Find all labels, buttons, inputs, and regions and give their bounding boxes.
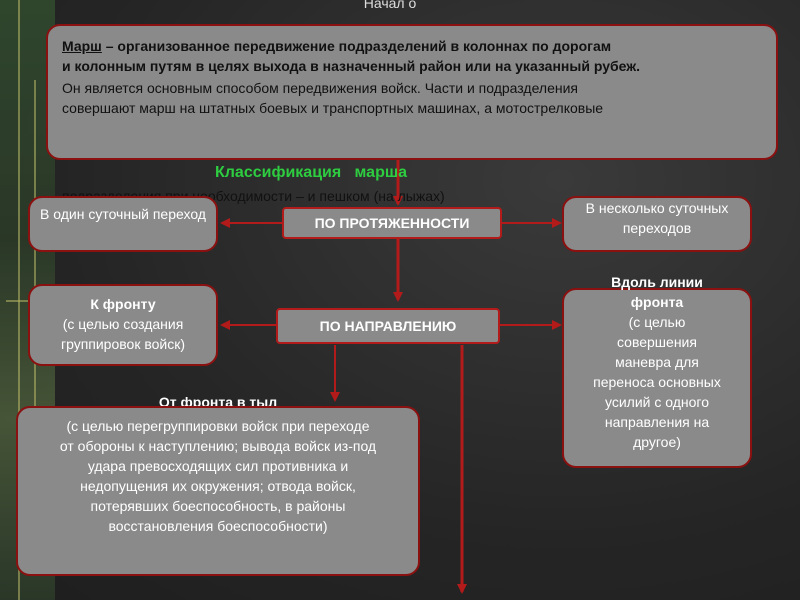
to-front-title: К фронту xyxy=(90,296,156,312)
to-front-body: (с целью создания группировок войск) xyxy=(60,316,186,352)
rear-line-3: удара превосходящих сил противника и xyxy=(87,458,349,474)
definition-line-2: и колонным путям в целях выхода в назнач… xyxy=(62,58,641,74)
rear-line-5: потерявших боеспособность, в районы xyxy=(90,498,346,514)
along-front-title: Вдоль линии фронта xyxy=(611,274,703,310)
along-front-body: (с целью совершения маневра для переноса… xyxy=(593,314,721,450)
by-direction-label: ПО НАПРАВЛЕНИЮ xyxy=(276,308,500,344)
definition-line-1: – организованное передвижение подразделе… xyxy=(101,38,612,54)
map-road-line xyxy=(6,300,46,302)
one-day-march-box: В один суточный переход xyxy=(28,196,218,252)
by-length-label: ПО ПРОТЯЖЕННОСТИ xyxy=(282,207,502,239)
classification-title: Классификация марша xyxy=(215,164,408,181)
rear-line-4: недопущения их окружения; отвода войск, xyxy=(80,478,356,494)
definition-line-4: совершают марш на штатных боевых и транс… xyxy=(62,100,604,116)
rear-line-1: (с целью перегруппировки войск при перех… xyxy=(66,418,370,434)
rear-line-6: восстановления боеспособности) xyxy=(108,518,328,534)
definition-term: Марш xyxy=(62,38,102,54)
map-road-line xyxy=(18,0,20,600)
to-rear-box: (с целью перегруппировки войск при перех… xyxy=(16,406,420,576)
definition-normal: Он является основным способом передвижен… xyxy=(62,78,762,118)
definition-box: Марш – организованное передвижение подра… xyxy=(46,24,778,160)
start-label: Начал о xyxy=(363,0,417,11)
definition-line-3: Он является основным способом передвижен… xyxy=(62,80,578,96)
multi-day-march-box: В несколько суточных переходов xyxy=(562,196,752,252)
rear-line-2: от обороны к наступлению; вывода войск и… xyxy=(59,438,377,454)
along-front-box: Вдоль линии фронта (с целью совершения м… xyxy=(562,274,752,468)
definition-bold: Марш – организованное передвижение подра… xyxy=(62,36,762,76)
to-front-box: К фронту (с целью создания группировок в… xyxy=(28,284,218,366)
